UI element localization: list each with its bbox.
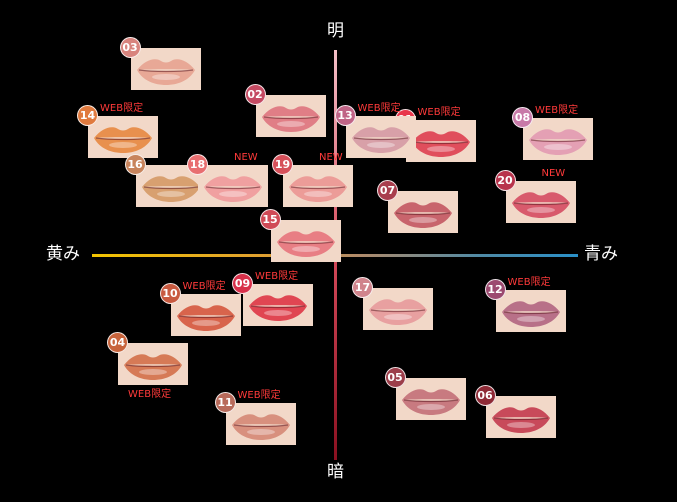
shade-tag-08: WEB限定 <box>535 104 579 116</box>
shade-tag-11: WEB限定 <box>237 389 281 401</box>
shade-badge-02: 02 <box>244 84 266 106</box>
lip-swatch-01 <box>405 119 476 162</box>
shade-badge-16: 16 <box>124 153 146 175</box>
axis-label-left: 黄み <box>46 244 80 264</box>
lip-swatch-08 <box>523 117 593 160</box>
lip-swatch-09 <box>243 283 313 326</box>
lip-swatch-14 <box>88 115 158 158</box>
lip-swatch-12 <box>495 289 566 332</box>
shade-badge-04: 04 <box>107 332 128 354</box>
shade-badge-14: 14 <box>77 104 98 126</box>
lip-swatch-05 <box>395 378 466 420</box>
lip-swatch-07 <box>388 191 458 234</box>
shade-badge-09: 09 <box>232 272 253 294</box>
shade-badge-11: 11 <box>214 391 236 413</box>
lip-swatch-13 <box>345 115 416 158</box>
lip-swatch-10 <box>170 293 241 336</box>
shade-badge-18: 18 <box>187 153 208 175</box>
axis-label-bottom: 暗 <box>327 462 344 482</box>
shade-tag-12: WEB限定 <box>507 276 551 288</box>
shade-tag-13: WEB限定 <box>357 102 401 114</box>
shade-tag-01: WEB限定 <box>417 106 461 118</box>
axis-label-right: 青み <box>584 244 618 264</box>
shade-badge-10: 10 <box>159 282 181 304</box>
shade-badge-06: 06 <box>474 385 496 407</box>
axis-label-top: 明 <box>327 21 344 41</box>
shade-badge-03: 03 <box>119 36 141 58</box>
shade-badge-13: 13 <box>334 104 356 126</box>
shade-tag-18: NEW <box>234 151 258 163</box>
shade-badge-20: 20 <box>494 170 516 192</box>
lip-swatch-03 <box>130 47 201 90</box>
shade-tag-20: NEW <box>541 168 566 180</box>
lip-swatch-18 <box>198 164 268 207</box>
shade-badge-12: 12 <box>484 278 506 300</box>
lip-swatch-02 <box>255 95 326 138</box>
lip-swatch-19 <box>283 164 353 207</box>
lip-swatch-17 <box>363 287 433 330</box>
lip-swatch-06 <box>485 396 556 439</box>
shade-tag-04: WEB限定 <box>128 389 172 401</box>
lip-swatch-15 <box>270 220 341 263</box>
lip-swatch-20 <box>505 181 576 224</box>
shade-badge-19: 19 <box>272 153 293 175</box>
shade-badge-15: 15 <box>259 209 281 231</box>
shade-tag-19: NEW <box>319 151 343 163</box>
shade-tag-10: WEB限定 <box>182 280 226 292</box>
shade-badge-05: 05 <box>384 367 406 388</box>
shade-badge-17: 17 <box>352 276 373 298</box>
shade-badge-08: 08 <box>512 106 533 128</box>
lip-swatch-04 <box>118 343 188 386</box>
shade-tag-09: WEB限定 <box>255 270 299 282</box>
lip-swatch-11 <box>225 402 296 445</box>
shade-badge-07: 07 <box>377 180 398 202</box>
shade-tag-14: WEB限定 <box>100 102 144 114</box>
